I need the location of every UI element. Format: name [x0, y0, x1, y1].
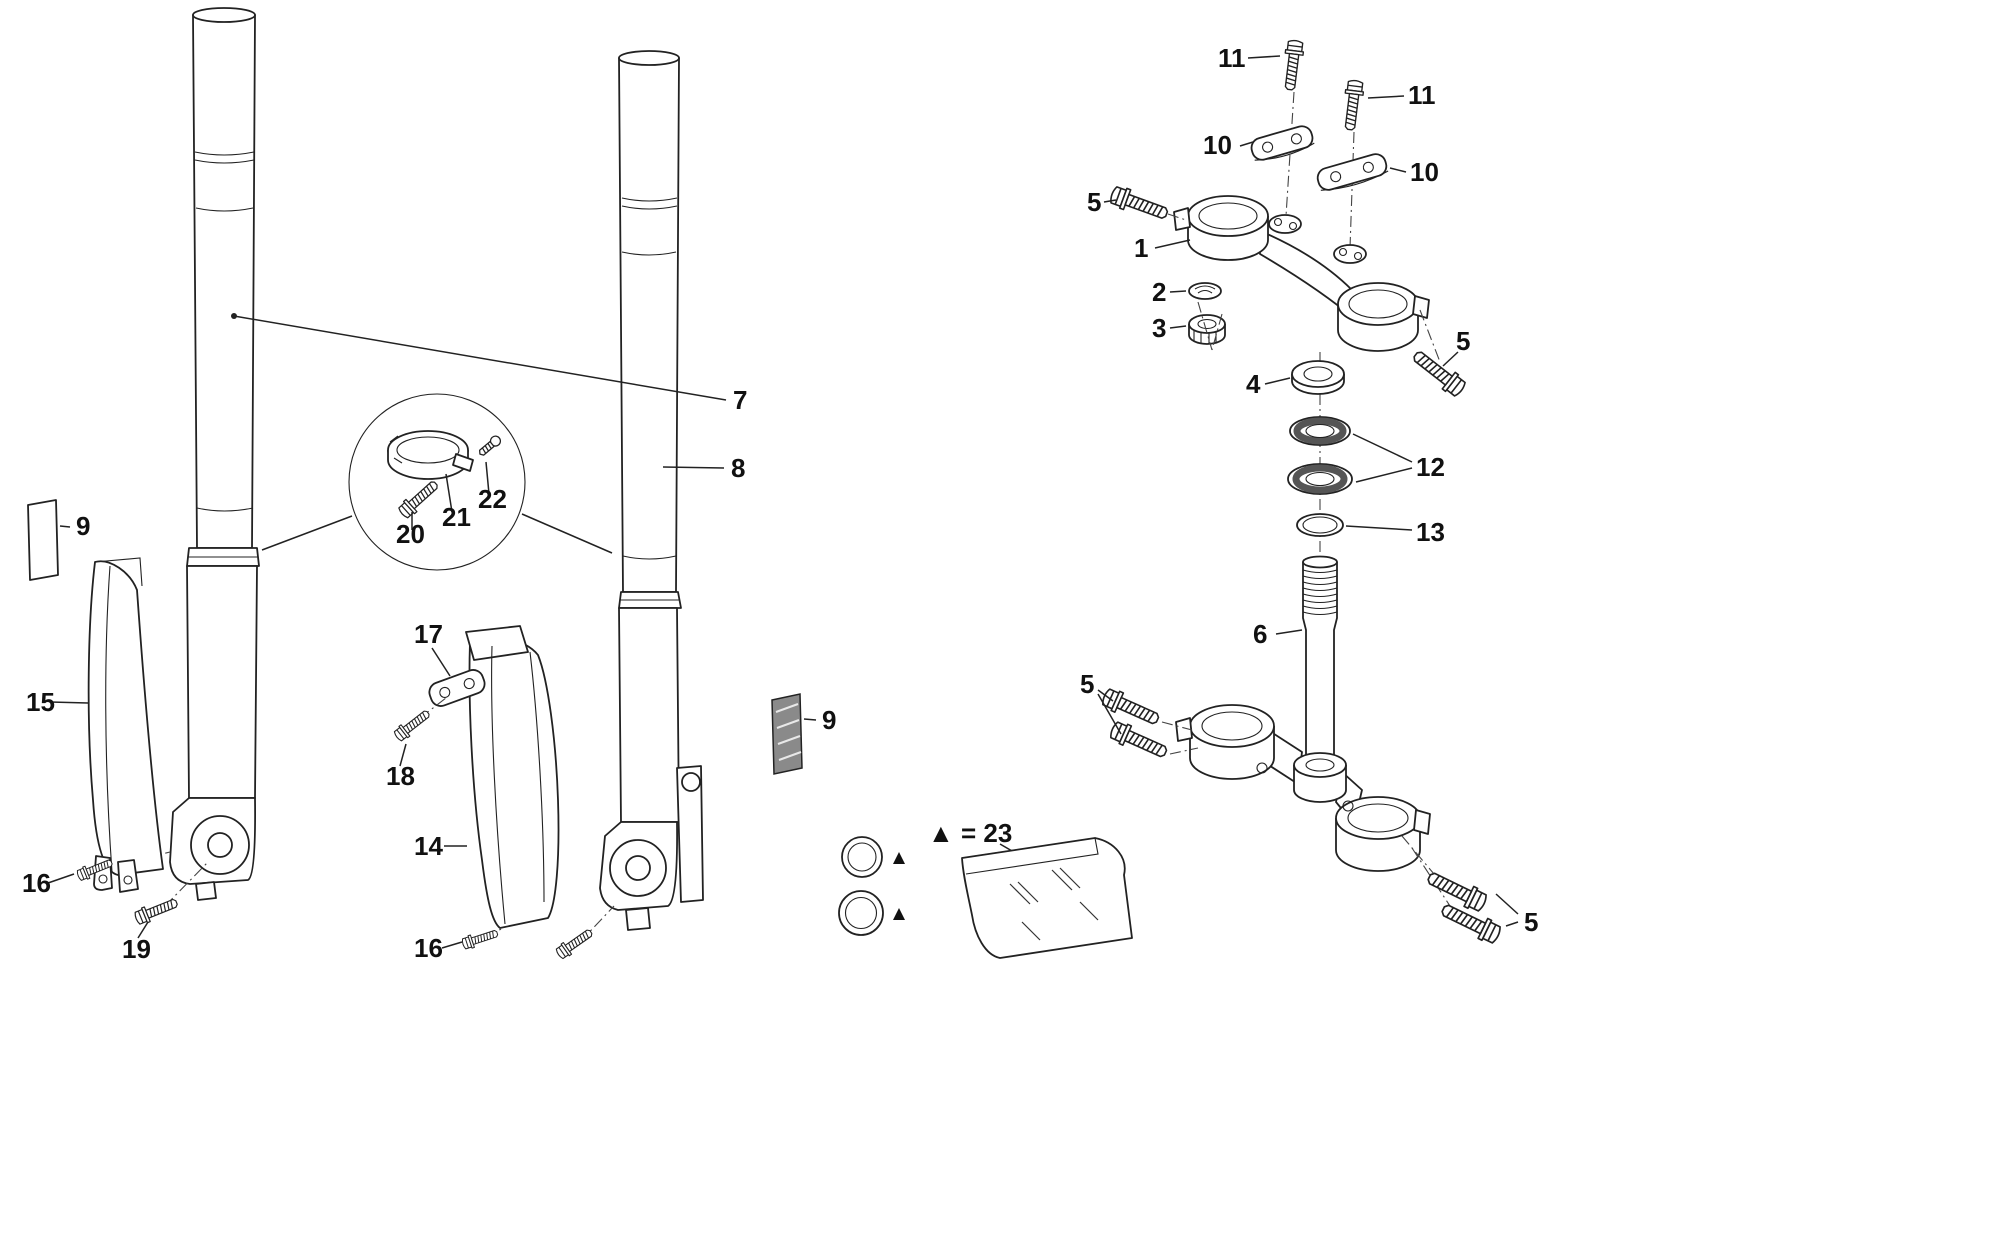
pinch-bolt-5-lower-right-1: [1423, 866, 1490, 915]
upper-triple-clamp: [1167, 91, 1441, 363]
seal-ring: [1296, 513, 1344, 537]
leader-lines: [47, 55, 1519, 949]
handlebar-bolt-11-right: [1340, 78, 1366, 132]
label-part-1: 1: [1134, 233, 1148, 263]
label-part-18: 18: [386, 761, 415, 791]
pinch-bolt-5-lower-left-1: [1099, 685, 1163, 731]
label-part-5-upper-left: 5: [1087, 187, 1101, 217]
label-part-10-right: 10: [1410, 157, 1439, 187]
lower-triple-clamp: [1161, 704, 1451, 907]
fork-tube-right: [485, 50, 704, 943]
part-labels: 7 8 9 15 16 19 20 21 22 17 18 14 16 9 ▲ …: [22, 43, 1538, 964]
bearing-race-lower: [1287, 463, 1353, 495]
label-part-11-left: 11: [1218, 43, 1246, 73]
detail-inset: [261, 393, 613, 571]
label-part-21: 21: [442, 502, 471, 532]
label-part-5-upper-right: 5: [1456, 326, 1470, 356]
label-part-14: 14: [414, 831, 443, 861]
label-part-6: 6: [1253, 619, 1267, 649]
label-part-9-left: 9: [76, 511, 90, 541]
label-part-16-left: 16: [22, 868, 51, 898]
label-part-13: 13: [1416, 517, 1445, 547]
fork-guard-left: [87, 557, 164, 893]
protector-pad-right: [771, 693, 803, 775]
label-part-9-right: 9: [822, 705, 836, 735]
steering-stem: [1302, 555, 1338, 763]
label-part-17: 17: [414, 619, 443, 649]
kit-bag: [961, 837, 1133, 959]
label-part-7: 7: [733, 385, 747, 415]
adjuster-nut: [1188, 314, 1226, 345]
guard-bolt-16-mid: [460, 926, 500, 951]
label-part-8: 8: [731, 453, 745, 483]
label-part-22: 22: [478, 484, 507, 514]
oring-kit: [838, 836, 1133, 959]
clamp-ring: [387, 430, 474, 480]
clamp-screw: [476, 433, 504, 459]
label-part-3: 3: [1152, 313, 1166, 343]
handlebar-clamp-2: [1316, 153, 1389, 191]
kit-triangle-marker-2: [893, 908, 905, 920]
label-part-5-lower-right: 5: [1524, 907, 1538, 937]
pinch-bolt-5-lower-left-2: [1107, 718, 1171, 764]
guard-bolt-bottom: [553, 925, 596, 962]
kit-triangle-marker-1: [893, 852, 905, 864]
stem-washer: [1291, 360, 1345, 395]
fork-guard-right: [465, 625, 560, 929]
fork-tube-left: [103, 7, 260, 907]
pinch-bolt-5-upper-left: [1107, 183, 1171, 225]
handlebar-bolt-11-left: [1280, 38, 1306, 92]
label-part-15: 15: [26, 687, 55, 717]
label-part-12: 12: [1416, 452, 1445, 482]
label-part-20: 20: [396, 519, 425, 549]
clamp-bolt-18: [391, 706, 433, 744]
label-part-11-right: 11: [1408, 80, 1436, 110]
label-kit-legend: ▲ = 23: [928, 818, 1012, 848]
label-part-19: 19: [122, 934, 151, 964]
handlebar-clamp-1: [1250, 125, 1315, 161]
clamp-bolt: [396, 476, 442, 521]
protector-pad-left: [27, 499, 59, 581]
bearing-race-upper: [1289, 416, 1351, 446]
label-part-5-lower-left: 5: [1080, 669, 1094, 699]
guard-clamp: [428, 669, 486, 707]
dust-cap: [1188, 282, 1222, 300]
label-part-16-mid: 16: [414, 933, 443, 963]
label-part-10-left: 10: [1203, 130, 1232, 160]
bracket-bolt-19: [132, 894, 181, 927]
label-part-4: 4: [1246, 369, 1261, 399]
label-part-2: 2: [1152, 277, 1166, 307]
